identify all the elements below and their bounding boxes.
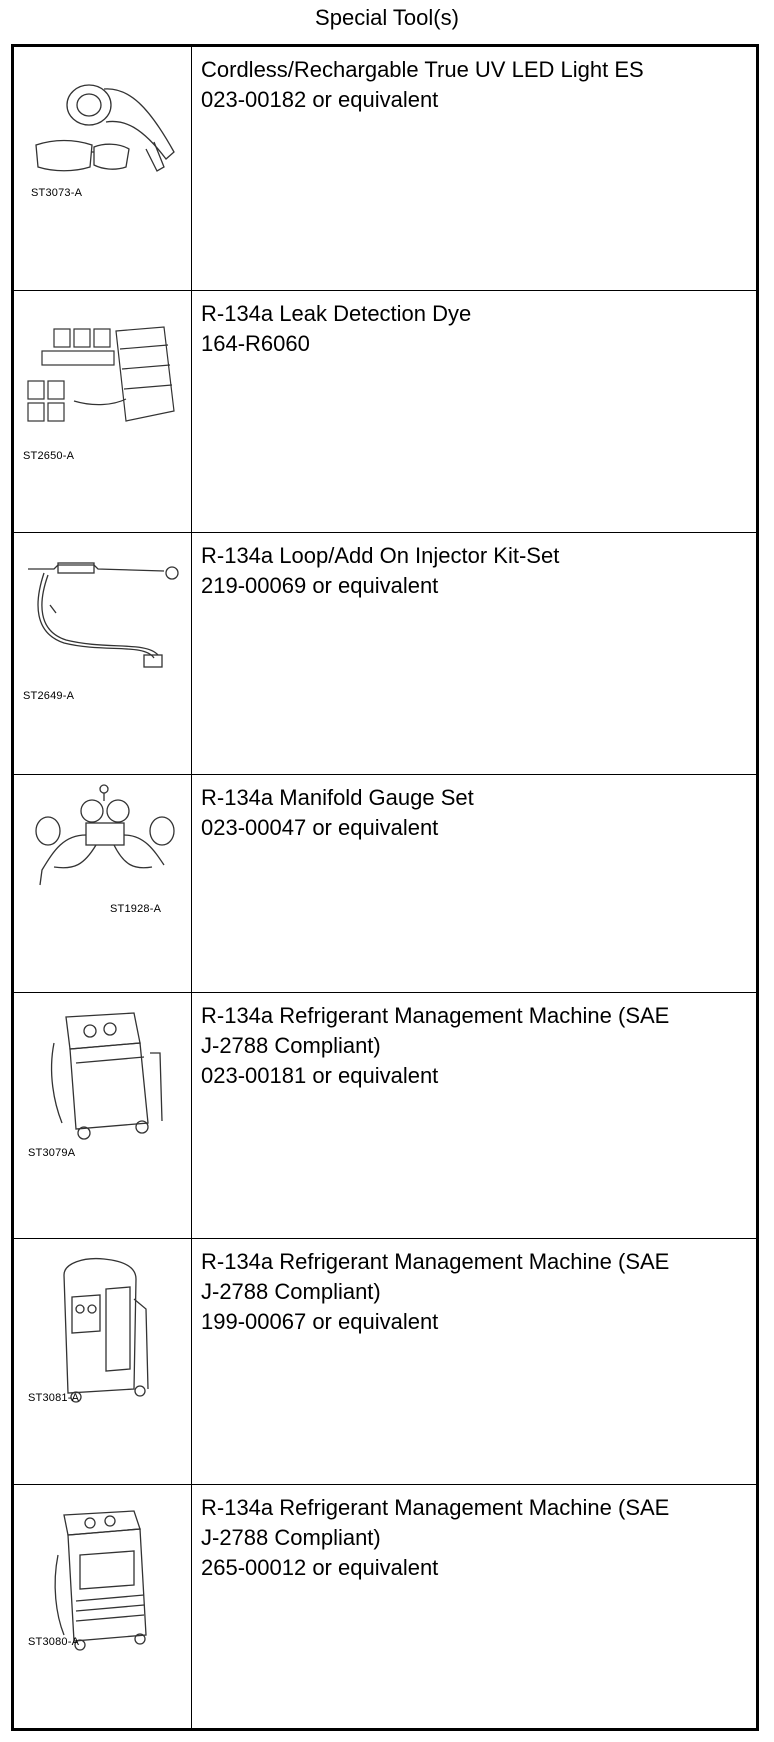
injector-hose-kit-icon [28,562,179,668]
tool-row: ST3079A R-134a Refrigerant Management Ma… [14,993,756,1239]
description-line: R-134a Manifold Gauge Set [201,785,474,810]
tool-image-cell: ST1928-A [14,775,192,992]
tool-description: R-134a Loop/Add On Injector Kit-Set 219-… [201,541,748,601]
tool-description: Cordless/Rechargable True UV LED Light E… [201,55,748,115]
tool-image-cell: ST2650-A [14,291,192,532]
tool-code: ST3073-A [31,187,83,199]
tool-code: ST3081-A [28,1392,80,1404]
special-tools-table: ST3073-A Cordless/Rechargable True UV LE… [11,44,759,1731]
tool-image-cell: ST3080-A [14,1485,192,1728]
tool-code: ST2649-A [23,690,75,702]
tool-description: R-134a Manifold Gauge Set 023-00047 or e… [201,783,748,843]
refrigerant-machine-icon [50,1012,163,1140]
description-line: J-2788 Compliant) [201,1525,381,1550]
tool-code: ST1928-A [110,903,162,915]
description-line: 199-00067 or equivalent [201,1309,439,1334]
tool-row: ST3080-A R-134a Refrigerant Management M… [14,1485,756,1728]
refrigerant-machine-icon [54,1510,147,1651]
description-line: 265-00012 or equivalent [201,1555,439,1580]
description-line: 164-R6060 [201,331,310,356]
manifold-gauge-set-icon [35,784,175,886]
tool-image-cell: ST2649-A [14,533,192,774]
tool-row: ST2649-A R-134a Loop/Add On Injector Kit… [14,533,756,775]
tool-description: R-134a Refrigerant Management Machine (S… [201,1001,748,1091]
tool-row: ST3073-A Cordless/Rechargable True UV LE… [14,47,756,291]
description-line: 219-00069 or equivalent [201,573,439,598]
description-line: Cordless/Rechargable True UV LED Light E… [201,57,644,82]
tool-code: ST3080-A [28,1636,80,1648]
dye-bottles-kit-icon [27,326,175,422]
description-line: 023-00047 or equivalent [201,815,439,840]
tool-code: ST2650-A [23,450,75,462]
tool-row: ST3081-A R-134a Refrigerant Management M… [14,1239,756,1485]
tool-row: ST1928-A R-134a Manifold Gauge Set 023-0… [14,775,756,993]
tool-code: ST3079A [28,1147,76,1159]
description-line: 023-00181 or equivalent [201,1063,439,1088]
description-line: R-134a Refrigerant Management Machine (S… [201,1249,670,1274]
page-title: Special Tool(s) [315,5,459,30]
description-line: 023-00182 or equivalent [201,87,439,112]
description-line: J-2788 Compliant) [201,1033,381,1058]
description-line: R-134a Leak Detection Dye [201,301,472,326]
tool-image-cell: ST3081-A [14,1239,192,1484]
refrigerant-machine-icon [63,1257,149,1403]
tool-description: R-134a Refrigerant Management Machine (S… [201,1493,748,1583]
description-line: R-134a Refrigerant Management Machine (S… [201,1003,670,1028]
tool-description: R-134a Leak Detection Dye 164-R6060 [201,299,748,359]
tool-image-cell: ST3073-A [14,47,192,290]
tool-image-cell: ST3079A [14,993,192,1238]
tool-description: R-134a Refrigerant Management Machine (S… [201,1247,748,1337]
uv-light-and-goggles-icon [35,84,175,172]
tool-row: ST2650-A R-134a Leak Detection Dye 164-R… [14,291,756,533]
description-line: J-2788 Compliant) [201,1279,381,1304]
description-line: R-134a Loop/Add On Injector Kit-Set [201,543,560,568]
description-line: R-134a Refrigerant Management Machine (S… [201,1495,670,1520]
